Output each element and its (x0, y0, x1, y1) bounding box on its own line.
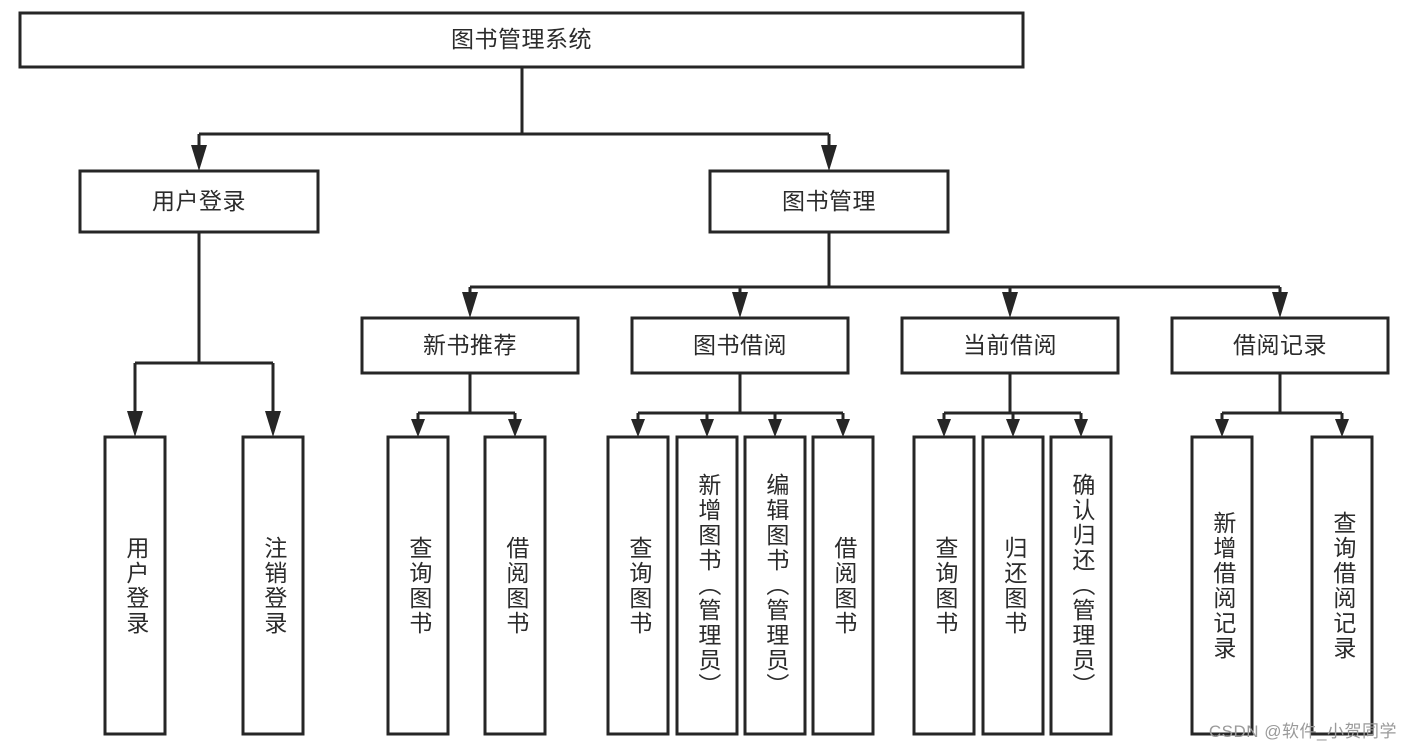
arrow-head-icon (836, 419, 850, 437)
arrow-head-icon (700, 419, 714, 437)
arrow-head-icon (937, 419, 951, 437)
node-box-new-book-recommend[interactable] (360, 316, 580, 375)
arrow-head-icon (821, 145, 837, 171)
arrow-head-icon (191, 145, 207, 171)
node-box-leaf-return-book[interactable] (981, 435, 1045, 736)
arrow-head-icon (1002, 292, 1018, 318)
node-box-leaf-edit-book[interactable] (743, 435, 807, 736)
node-box-leaf-user-login[interactable] (103, 435, 167, 736)
node-box-leaf-borrow-book-1[interactable] (483, 435, 547, 736)
arrow-head-icon (411, 419, 425, 437)
node-box-leaf-add-record[interactable] (1190, 435, 1254, 736)
arrow-head-icon (1074, 419, 1088, 437)
node-box-current-borrow[interactable] (900, 316, 1120, 375)
node-box-leaf-add-book[interactable] (675, 435, 739, 736)
node-box-leaf-query-book-3[interactable] (912, 435, 976, 736)
arrow-head-icon (462, 292, 478, 318)
node-box-borrow-records[interactable] (1170, 316, 1390, 375)
node-box-leaf-borrow-book-2[interactable] (811, 435, 875, 736)
arrow-head-icon (1272, 292, 1288, 318)
node-box-leaf-query-book-2[interactable] (606, 435, 670, 736)
arrow-head-icon (1335, 419, 1349, 437)
arrow-head-icon (508, 419, 522, 437)
boxes-layer (18, 11, 1390, 736)
node-box-root[interactable] (18, 11, 1025, 69)
node-box-leaf-query-record[interactable] (1310, 435, 1374, 736)
arrow-head-icon (265, 411, 281, 437)
arrow-head-icon (631, 419, 645, 437)
arrow-head-icon (768, 419, 782, 437)
node-box-leaf-query-book-1[interactable] (386, 435, 450, 736)
connectors-layer (127, 67, 1349, 437)
node-box-book-borrow[interactable] (630, 316, 850, 375)
node-box-leaf-logout[interactable] (241, 435, 305, 736)
arrow-head-icon (127, 411, 143, 437)
csdn-watermark: CSDN @软件_小贺同学 (1208, 722, 1397, 741)
node-box-book-management[interactable] (708, 169, 950, 234)
arrow-head-icon (1006, 419, 1020, 437)
node-box-user-login[interactable] (78, 169, 320, 234)
arrow-head-icon (1215, 419, 1229, 437)
arrow-head-icon (732, 292, 748, 318)
node-box-leaf-confirm-return[interactable] (1049, 435, 1113, 736)
